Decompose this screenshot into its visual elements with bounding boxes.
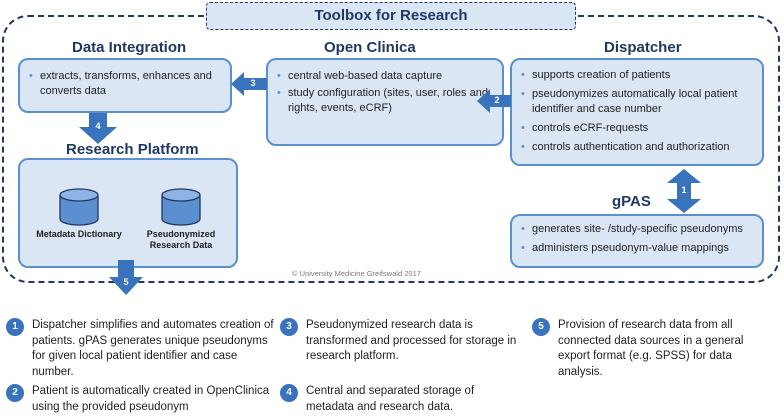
database-icon bbox=[59, 188, 99, 226]
note-4: 4 Central and separated storage of metad… bbox=[280, 384, 520, 416]
data-integration-title: Data Integration bbox=[72, 39, 187, 56]
note-text: Pseudonymized research data is transform… bbox=[306, 319, 517, 362]
gpas-item: generates site- /study-specific pseudony… bbox=[520, 222, 754, 237]
database-icon bbox=[161, 188, 201, 226]
note-text: Dispatcher simplifies and automates crea… bbox=[32, 319, 274, 378]
open-clinica-box: central web-based data capture study con… bbox=[266, 58, 504, 146]
double-arrow-icon bbox=[667, 169, 701, 213]
arrow-number: 3 bbox=[250, 78, 256, 88]
dispatcher-item: pseudonymizes automatically local patien… bbox=[520, 87, 754, 117]
data-integration-box: extracts, transforms, enhances and conve… bbox=[18, 58, 232, 113]
clinica-item: central web-based data capture bbox=[276, 69, 494, 84]
note-text: Central and separated storage of metadat… bbox=[306, 385, 475, 413]
research-data-db: Pseudonymized Research Data bbox=[136, 188, 226, 251]
dispatcher-item: supports creation of patients bbox=[520, 68, 754, 83]
arrow-down-icon bbox=[79, 113, 117, 144]
arrow-left-icon bbox=[231, 72, 267, 96]
note-number-badge: 1 bbox=[6, 318, 24, 336]
dispatcher-title: Dispatcher bbox=[604, 39, 682, 56]
note-number-badge: 2 bbox=[6, 384, 24, 402]
copyright-text: © University Medicine Greifswald 2017 bbox=[292, 269, 421, 278]
db-label: Metadata Dictionary bbox=[36, 229, 122, 239]
note-text: Provision of research data from all conn… bbox=[558, 319, 744, 378]
metadata-dictionary-db: Metadata Dictionary bbox=[34, 188, 124, 240]
research-platform-title: Research Platform bbox=[66, 141, 199, 158]
dispatcher-item: controls eCRF-requests bbox=[520, 121, 754, 136]
dispatcher-box: supports creation of patients pseudonymi… bbox=[510, 58, 764, 166]
clinica-item: study configuration (sites, user, roles … bbox=[276, 86, 494, 116]
integration-item: extracts, transforms, enhances and conve… bbox=[28, 69, 222, 99]
dispatcher-item: controls authentication and authorizatio… bbox=[520, 140, 754, 155]
note-2: 2 Patient is automatically created in Op… bbox=[6, 384, 276, 416]
toolbox-title: Toolbox for Research bbox=[206, 2, 576, 30]
arrow-number: 1 bbox=[681, 185, 687, 195]
note-number-badge: 4 bbox=[280, 384, 298, 402]
db-label: Pseudonymized Research Data bbox=[146, 229, 216, 250]
arrow-down-icon bbox=[109, 260, 143, 295]
open-clinica-title: Open Clinica bbox=[324, 39, 416, 56]
arrow-2: 2 bbox=[476, 88, 512, 114]
arrow-1: 1 bbox=[664, 168, 704, 214]
arrow-5: 5 bbox=[108, 260, 144, 296]
arrow-number: 4 bbox=[95, 121, 101, 131]
note-5: 5 Provision of research data from all co… bbox=[532, 318, 780, 382]
gpas-title: gPAS bbox=[612, 193, 651, 210]
note-3: 3 Pseudonymized research data is transfo… bbox=[280, 318, 520, 366]
gpas-box: generates site- /study-specific pseudony… bbox=[510, 214, 764, 268]
research-platform-box: Metadata Dictionary Pseudonymized Resear… bbox=[18, 158, 238, 268]
note-1: 1 Dispatcher simplifies and automates cr… bbox=[6, 318, 276, 382]
note-text: Patient is automatically created in Open… bbox=[32, 385, 270, 413]
arrow-3: 3 bbox=[230, 71, 268, 97]
arrow-number: 2 bbox=[494, 95, 500, 105]
note-number-badge: 3 bbox=[280, 318, 298, 336]
gpas-item: administers pseudonym-value mappings bbox=[520, 241, 754, 256]
note-number-badge: 5 bbox=[532, 318, 550, 336]
arrow-4: 4 bbox=[78, 113, 118, 145]
arrow-number: 5 bbox=[123, 277, 129, 287]
arrow-left-icon bbox=[477, 89, 511, 113]
